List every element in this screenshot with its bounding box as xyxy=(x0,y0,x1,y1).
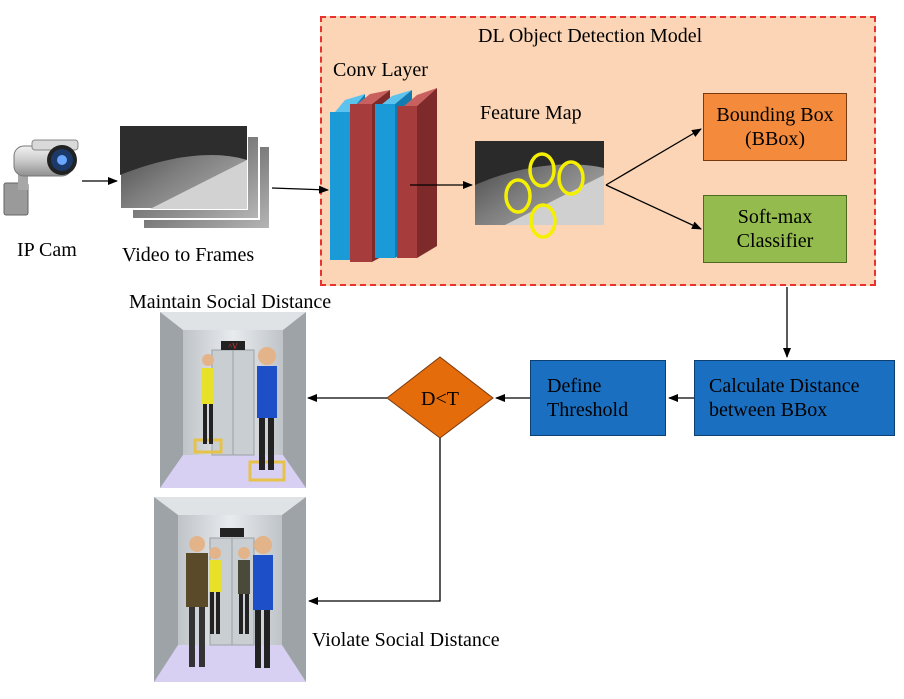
decision-label: D<T xyxy=(421,388,459,410)
elevator-violate-image xyxy=(154,497,306,682)
video-frames-stack xyxy=(119,125,271,230)
ip-camera-icon xyxy=(3,139,79,216)
detection-model-title: DL Object Detection Model xyxy=(478,25,703,47)
calculate-distance-node: Calculate Distance between BBox xyxy=(694,360,895,436)
feature-map-image xyxy=(475,141,604,239)
video-to-frames-label: Video to Frames xyxy=(122,244,255,266)
arrow-decision-to-violate xyxy=(308,438,441,605)
feature-map-label: Feature Map xyxy=(480,102,582,124)
decision-diamond: D<T xyxy=(386,356,494,439)
softmax-classifier-node: Soft-max Classifier xyxy=(703,195,847,263)
arrow-feature-to-softmax xyxy=(605,184,702,230)
arrow-frames-to-conv xyxy=(271,185,329,194)
elevator-display: ^V xyxy=(228,342,238,351)
conv-layer-label: Conv Layer xyxy=(333,59,428,81)
detection-ring xyxy=(529,203,557,239)
elevator-maintain-image: ^V xyxy=(160,312,306,488)
arrow-feature-to-bbox xyxy=(605,128,702,186)
detection-ring xyxy=(528,152,556,188)
ip-cam-label: IP Cam xyxy=(17,239,77,261)
flow-arrows xyxy=(82,128,791,605)
define-threshold-node: Define Threshold xyxy=(530,360,666,436)
detection-ring xyxy=(557,160,585,196)
conv-layer-blocks xyxy=(330,88,437,262)
maintain-distance-label: Maintain Social Distance xyxy=(129,291,332,313)
detection-ring xyxy=(504,178,532,214)
violate-distance-label: Violate Social Distance xyxy=(312,629,500,651)
bounding-box-node: Bounding Box (BBox) xyxy=(703,93,847,161)
